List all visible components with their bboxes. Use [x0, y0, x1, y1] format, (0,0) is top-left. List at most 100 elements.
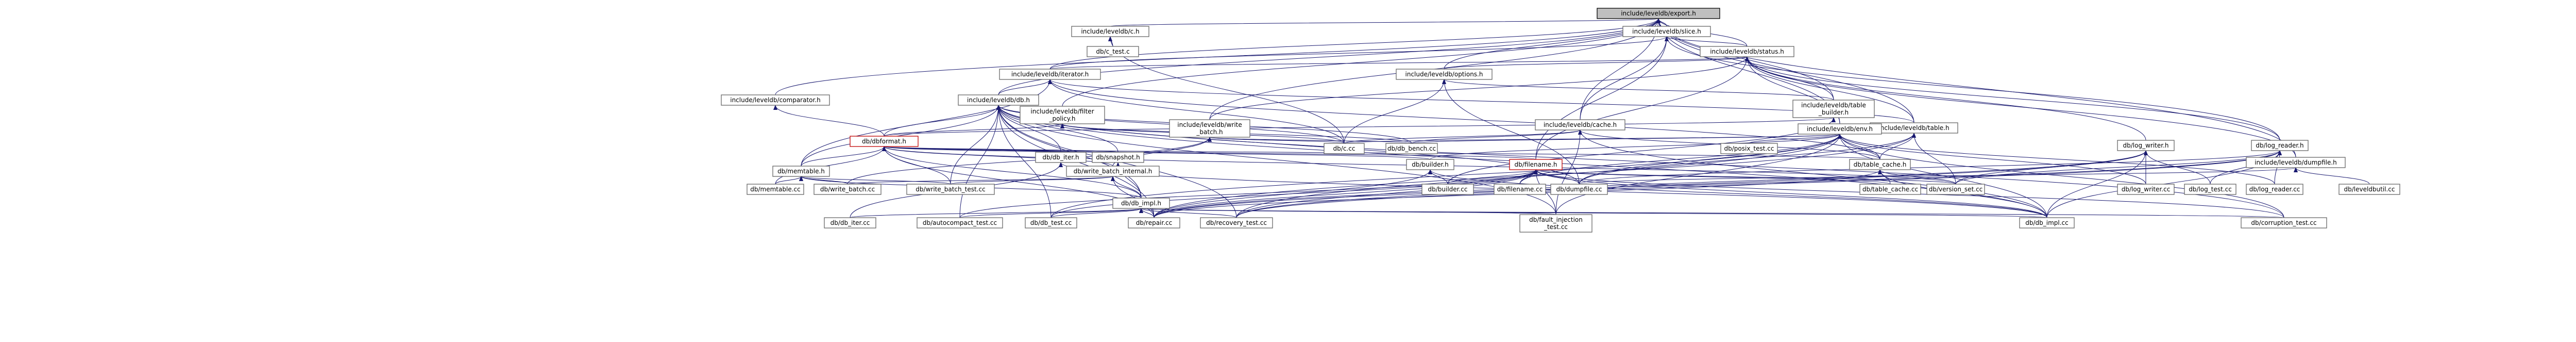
- graph-node-options[interactable]: include/leveldb/options.h: [1396, 69, 1493, 80]
- edge-filenameh-to-slice: [1535, 36, 1669, 160]
- edge-repair-to-logreaderh: [1154, 150, 2282, 218]
- edge-recovery-to-env: [1236, 134, 1842, 218]
- graph-node-envposix[interactable]: db/posix_test.cc: [1720, 143, 1778, 154]
- node-label: db/dumpfile.cc: [1556, 186, 1602, 193]
- graph-node-dbiter[interactable]: db/db_iter.h: [1035, 152, 1087, 163]
- edge-repair-to-wbinternal: [1111, 176, 1155, 218]
- edge-memtablecc-to-memtable: [775, 176, 803, 185]
- graph-node-table[interactable]: include/leveldb/table.h: [1870, 122, 1958, 134]
- node-label: db/write_batch.cc: [820, 186, 875, 193]
- edge-snapshot-to-dbformat: [882, 146, 1118, 153]
- node-label: db/write_batch_test.cc: [916, 186, 985, 193]
- edge-autocompact-to-dbimplh: [959, 208, 1143, 218]
- graph-node-snapshot[interactable]: db/snapshot.h: [1092, 152, 1144, 163]
- graph-node-memtable[interactable]: db/memtable.h: [772, 166, 830, 177]
- graph-node-wbinternal[interactable]: db/write_batch_internal.h: [1066, 166, 1160, 177]
- node-box: [1421, 184, 1474, 195]
- node-label: db/db_iter.h: [1042, 154, 1079, 161]
- node-label: db/log_reader.h: [2256, 142, 2303, 149]
- graph-node-cache[interactable]: include/leveldb/cache.h: [1535, 119, 1625, 131]
- edge-wbtest-to-db: [950, 105, 1001, 185]
- node-box: [1859, 184, 1921, 195]
- graph-node-faultinj[interactable]: db/fault_injection_test.cc: [1519, 214, 1592, 233]
- graph-node-env[interactable]: include/leveldb/env.h: [1798, 123, 1882, 135]
- edge-dbiterc-to-dbimplh: [850, 208, 1143, 218]
- graph-node-dbimplcc[interactable]: db/db_impl.cc: [2019, 217, 2075, 229]
- node-label: db/version_set.cc: [1929, 186, 1983, 193]
- graph-node-builderh[interactable]: db/builder.h: [1406, 159, 1454, 170]
- edge-db-to-iterator: [998, 79, 1052, 95]
- graph-node-autocompact[interactable]: db/autocompact_test.cc: [917, 217, 1003, 229]
- edge-recovery-to-logreaderh: [1236, 150, 2282, 218]
- graph-node-logtest[interactable]: db/log_test.cc: [2184, 184, 2236, 195]
- graph-node-bits[interactable]: include/leveldb/c.h: [1071, 26, 1149, 37]
- graph-node-wbcc[interactable]: db/write_batch.cc: [814, 184, 882, 195]
- node-box: [906, 184, 995, 195]
- edge-dbbench-to-writebatch: [1208, 137, 1412, 144]
- node-box: [1200, 217, 1273, 229]
- edge-db-to-export: [998, 18, 1660, 95]
- graph-node-iterator[interactable]: include/leveldb/iterator.h: [999, 69, 1101, 80]
- node-label: db/builder.cc: [1428, 186, 1467, 193]
- node-label: include/leveldb/slice.h: [1632, 28, 1701, 35]
- node-box: [1087, 46, 1139, 57]
- graph-node-filenamecc[interactable]: db/filename.cc: [1494, 184, 1546, 195]
- edge-dbformat-to-filter: [884, 123, 1064, 137]
- graph-node-logwritercc[interactable]: db/log_writer.cc: [2117, 184, 2175, 195]
- graph-node-dbc[interactable]: db/c.cc: [1324, 143, 1365, 154]
- node-label: db/memtable.h: [777, 168, 825, 175]
- graph-node-export[interactable]: include/leveldb/export.h: [1597, 8, 1720, 19]
- node-box: [1509, 159, 1563, 170]
- node-box: [1597, 8, 1720, 19]
- edge-dbc-to-options: [1344, 79, 1446, 144]
- graph-node-tablebuilder[interactable]: include/leveldb/table_builder.h: [1792, 100, 1875, 118]
- graph-node-corruption[interactable]: db/corruption_test.cc: [2241, 217, 2327, 229]
- edge-dbformat-to-db: [884, 105, 1001, 137]
- graph-node-dbimplh[interactable]: db/db_impl.h: [1112, 198, 1170, 209]
- edge-dbbench-to-env: [1411, 134, 1842, 144]
- graph-node-tablecachecc[interactable]: db/table_cache.cc: [1859, 184, 1921, 195]
- graph-node-slice[interactable]: include/leveldb/slice.h: [1622, 26, 1711, 37]
- node-box: [2241, 217, 2327, 229]
- graph-node-comparator[interactable]: include/leveldb/comparator.h: [721, 94, 830, 106]
- graph-node-db[interactable]: include/leveldb/db.h: [958, 94, 1039, 106]
- edge-filter-to-export: [1062, 18, 1660, 107]
- graph-node-leveldbutil[interactable]: db/leveldbutil.cc: [2338, 184, 2400, 195]
- graph-node-dbiterc[interactable]: db/db_iter.cc: [824, 217, 876, 229]
- node-label: db/table_cache.h: [1854, 161, 1907, 168]
- graph-node-logwriterh[interactable]: db/log_writer.h: [2117, 140, 2175, 151]
- graph-node-filter[interactable]: include/leveldb/filter_policy.h: [1020, 106, 1105, 124]
- edge-filenameh-to-dbformat: [882, 146, 1536, 160]
- graph-node-dbformat[interactable]: db/dbformat.h: [850, 136, 919, 147]
- graph-node-filenameh[interactable]: db/filename.h: [1509, 159, 1563, 170]
- edge-logwritercc-to-env: [1838, 134, 2146, 185]
- graph-node-wbtest[interactable]: db/write_batch_test.cc: [906, 184, 995, 195]
- node-box: [1700, 46, 1794, 57]
- node-box: [747, 184, 804, 195]
- node-box: [1798, 123, 1882, 135]
- graph-node-dumpfilecc[interactable]: db/dumpfile.cc: [1550, 184, 1608, 195]
- graph-node-tablecacheh[interactable]: db/table_cache.h: [1849, 159, 1911, 170]
- node-box: [1385, 143, 1438, 154]
- graph-node-writebatch[interactable]: include/leveldb/write_batch.h: [1169, 119, 1250, 138]
- graph-node-status[interactable]: include/leveldb/status.h: [1700, 46, 1794, 57]
- graph-node-dbbench[interactable]: db/db_bench.cc: [1385, 143, 1438, 154]
- edge-builderh-to-env: [1430, 134, 1842, 160]
- node-label: include/leveldb/options.h: [1405, 71, 1483, 78]
- edge-dbtest-to-db: [996, 105, 1052, 218]
- graph-node-buildercc[interactable]: db/builder.cc: [1421, 184, 1474, 195]
- graph-node-recovery[interactable]: db/recovery_test.cc: [1200, 217, 1273, 229]
- graph-node-ctest[interactable]: db/c_test.c: [1087, 46, 1139, 57]
- graph-node-dbtest[interactable]: db/db_test.cc: [1025, 217, 1077, 229]
- graph-node-logreaderh[interactable]: db/log_reader.h: [2251, 140, 2309, 151]
- node-label: db/corruption_test.cc: [2251, 219, 2316, 226]
- graph-node-dumpfile[interactable]: include/leveldb/dumpfile.h: [2246, 157, 2346, 168]
- edge-versionset-to-logreaderh: [1955, 150, 2282, 185]
- graph-node-logreadercc[interactable]: db/log_reader.cc: [2246, 184, 2303, 195]
- graph-node-memtablecc[interactable]: db/memtable.cc: [747, 184, 804, 195]
- node-box: [721, 94, 830, 106]
- edge-versionset-to-tablecacheh: [1878, 169, 1956, 185]
- graph-node-versionset[interactable]: db/version_set.cc: [1926, 184, 1985, 195]
- edge-iterator-to-status: [1049, 56, 1749, 70]
- graph-node-repair[interactable]: db/repair.cc: [1128, 217, 1180, 229]
